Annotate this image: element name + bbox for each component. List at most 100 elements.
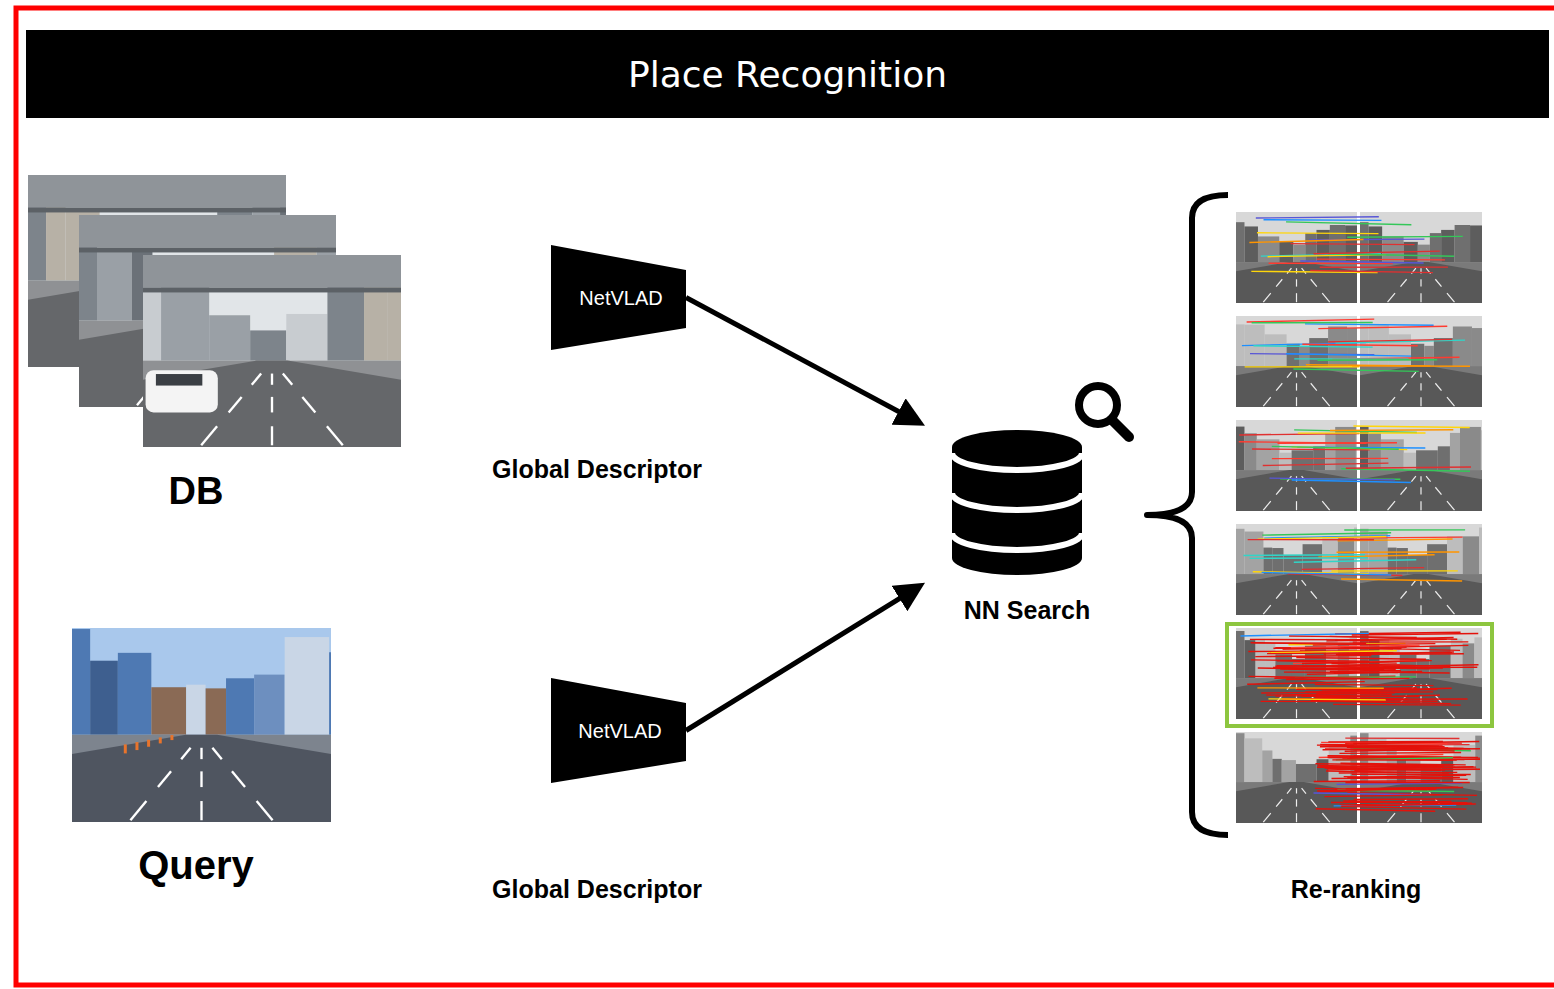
match-line bbox=[1286, 222, 1411, 225]
lane-mark bbox=[252, 374, 261, 385]
cylinder-band bbox=[952, 533, 1082, 550]
lane-mark bbox=[1420, 709, 1421, 718]
lane-mark bbox=[1420, 372, 1421, 377]
match-line bbox=[1257, 232, 1379, 234]
lane-mark bbox=[1420, 476, 1421, 481]
match-line bbox=[1249, 240, 1363, 243]
lane-mark bbox=[1276, 799, 1282, 806]
photo-building bbox=[1279, 453, 1291, 470]
lane-mark bbox=[1302, 788, 1306, 793]
lane-mark bbox=[1420, 591, 1421, 598]
lane-mark bbox=[257, 801, 273, 820]
match-line bbox=[1352, 774, 1471, 776]
lane-mark bbox=[1296, 372, 1297, 377]
photo-building bbox=[1309, 338, 1328, 366]
photo-building bbox=[1472, 328, 1482, 366]
match-line bbox=[1341, 469, 1470, 471]
match-line bbox=[1268, 651, 1397, 653]
photo-sidewalk bbox=[1236, 574, 1357, 615]
photo-building bbox=[1256, 639, 1265, 678]
match-line bbox=[1328, 254, 1454, 257]
photo-building bbox=[1369, 433, 1381, 470]
title-text: Place Recognition bbox=[26, 30, 1549, 118]
cylinder-body bbox=[952, 447, 1082, 575]
lane-mark bbox=[1447, 709, 1455, 718]
street-photo bbox=[1236, 212, 1357, 303]
match-line bbox=[1277, 442, 1396, 444]
car-window bbox=[156, 374, 202, 386]
match-line bbox=[1330, 429, 1453, 431]
photo-building bbox=[1381, 439, 1404, 470]
match-line bbox=[1353, 741, 1479, 743]
match-line bbox=[1241, 633, 1369, 635]
match-line bbox=[1261, 701, 1385, 703]
match-line bbox=[1247, 682, 1365, 685]
photo-building bbox=[118, 653, 151, 735]
match-line bbox=[1250, 557, 1368, 559]
lane-mark bbox=[1276, 591, 1282, 598]
match-line bbox=[1300, 261, 1423, 263]
match-line bbox=[1245, 366, 1360, 368]
lane-mark bbox=[1388, 397, 1396, 406]
stage-label: Re-ranking bbox=[1291, 875, 1422, 904]
photo-road bbox=[1360, 262, 1482, 303]
match-line bbox=[1343, 801, 1472, 803]
lane-mark bbox=[271, 426, 273, 445]
photo-building bbox=[1236, 222, 1244, 262]
match-line bbox=[1318, 326, 1447, 328]
photo-building bbox=[1460, 427, 1481, 470]
match-line bbox=[1327, 767, 1455, 770]
lane-mark bbox=[1420, 397, 1421, 406]
photo-building bbox=[72, 629, 90, 735]
lane-mark bbox=[1296, 383, 1297, 390]
overpass-edge bbox=[28, 208, 286, 213]
photo-building bbox=[79, 243, 97, 320]
photo-building bbox=[1430, 233, 1441, 262]
match-line bbox=[1314, 251, 1440, 254]
lane-mark bbox=[1287, 372, 1291, 377]
photo-road bbox=[1360, 366, 1482, 407]
photo-building bbox=[286, 314, 327, 361]
lane-mark bbox=[1447, 813, 1455, 822]
photo-building bbox=[1287, 344, 1300, 366]
match-line bbox=[1268, 699, 1385, 700]
photo-building bbox=[1447, 536, 1463, 574]
overpass bbox=[79, 215, 336, 248]
lane-mark bbox=[1447, 293, 1455, 302]
match-line bbox=[1317, 789, 1434, 791]
photo-building bbox=[209, 315, 250, 360]
match-line bbox=[1330, 671, 1450, 673]
lane-mark bbox=[1276, 279, 1282, 286]
match-line bbox=[1353, 426, 1469, 427]
traffic-cone bbox=[159, 737, 162, 743]
lane-mark bbox=[1302, 268, 1306, 273]
lane-mark bbox=[232, 771, 245, 787]
lane-mark bbox=[1388, 293, 1396, 302]
query-image: Query bbox=[72, 628, 331, 892]
street-photo bbox=[1360, 316, 1482, 407]
match-line bbox=[1250, 639, 1371, 641]
lane-mark bbox=[1263, 709, 1270, 718]
photo-sidewalk bbox=[1236, 470, 1357, 511]
lane-mark bbox=[200, 771, 202, 787]
lane-mark bbox=[1401, 383, 1407, 390]
lane-mark bbox=[1420, 279, 1421, 286]
photo-sky bbox=[72, 628, 331, 822]
lane-mark bbox=[1401, 279, 1407, 286]
lane-mark bbox=[1388, 709, 1396, 718]
match-line bbox=[1272, 446, 1399, 449]
photo-building bbox=[1265, 334, 1287, 366]
descriptor-label: Global Descriptor bbox=[492, 455, 702, 484]
match-line bbox=[1354, 749, 1480, 750]
photo-building bbox=[1236, 427, 1244, 470]
netvlad-encoder: NetVLAD bbox=[551, 678, 686, 783]
photo-building bbox=[1244, 738, 1262, 782]
photo-building bbox=[327, 281, 364, 361]
lane-mark bbox=[1411, 580, 1415, 585]
lane-mark bbox=[271, 397, 273, 413]
match-line bbox=[1344, 645, 1468, 648]
match-line bbox=[1257, 687, 1383, 689]
street-photo bbox=[143, 255, 401, 447]
match-line bbox=[1339, 752, 1461, 754]
lane-mark bbox=[1322, 605, 1329, 614]
